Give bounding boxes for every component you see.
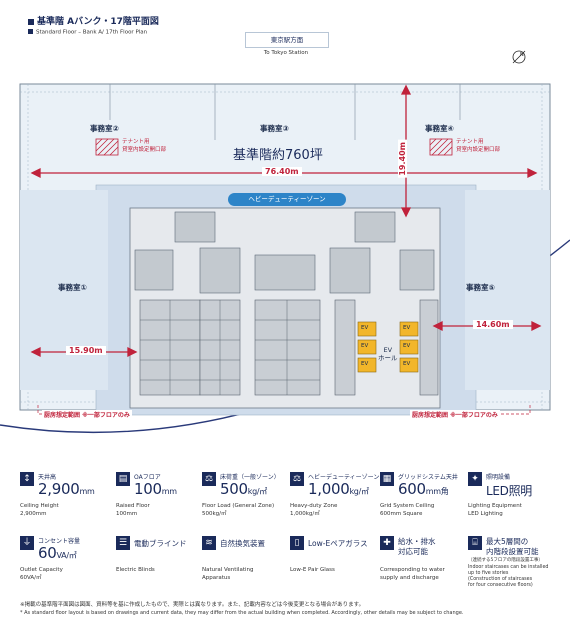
ev-label: EV [361,343,369,349]
feature-glass: ▯ Low-Eペアガラス Low-E Pair Glass [290,536,368,573]
blinds-icon: ☰ [116,536,130,550]
dim-width-label: 76.40m [262,167,302,176]
feature-stairs: ⌸ 最大5層間の 内階段設置可能 （連続する5フロアの階段設置工事） Indoo… [468,536,549,588]
room-label-5: 事務室⑤ [466,283,495,292]
north-arrow-icon: N [512,50,526,64]
feature-ceiling-height: ↕ 天井高 2,900mm Ceiling Height 2,900mm [20,472,95,517]
room-label-2: 事務室② [90,124,119,133]
outlet-icon: ⏚ [20,536,34,550]
feature-ventilation: ≋ 自然換気装置 Natural Ventilating Apparatus [202,536,265,581]
room-label-4: 事務室④ [425,124,454,133]
dim-right-label: 14.60m [473,320,513,329]
ev-label: EV [403,325,411,331]
feature-grid-ceiling: ▦ グリッドシステム天井 600mm角 Grid System Ceiling … [380,472,458,517]
ev-hall-label: EV ホール [378,346,398,362]
area-label: 基準階約760坪 [233,148,323,163]
page-title: 基準階 Aバンク・17階平面図 [28,14,159,27]
ceiling-height-icon: ↕ [20,472,34,486]
kitchen-zone-left: 厨房想定範囲 ※一部フロアのみ [42,410,132,419]
svg-text:N: N [520,52,524,58]
direction-subtitle: To Tokyo Station [263,50,309,56]
dim-depth-label: 19.40m [398,140,407,178]
feature-raised-floor: ▤ OAフロア 100mm Raised Floor 100mm [116,472,177,517]
water-icon: ✚ [380,536,394,550]
feature-lighting: ✦ 照明設備 LED照明 Lighting Equipment LED Ligh… [468,472,533,517]
feature-floor-load: ⚖ 床荷重（一般ゾーン） 500kg/㎡ Floor Load (General… [202,472,280,517]
subtitle-bullet-icon [28,29,33,34]
floor-plan [0,83,570,434]
floor-load-icon: ⚖ [202,472,216,486]
feature-outlet: ⏚ コンセント容量 60VA/㎡ Outlet Capacity 60VA/㎡ [20,536,81,581]
feature-water: ✚ 給水・排水 対応可能 Corresponding to water supp… [380,536,445,581]
title-bullet-icon [28,18,34,25]
ev-label: EV [361,325,369,331]
footnote-jp: ※掲載の基準階平面図は図面、資料等を基に作成したもので、実際とは異なります。また… [20,602,365,608]
grid-ceiling-icon: ▦ [380,472,394,486]
lighting-icon: ✦ [468,472,482,486]
ev-label: EV [361,361,369,367]
heavy-duty-icon: ⚖ [290,472,304,486]
floor-plan-drawing [0,83,570,434]
tenant-note-left: テナント用 貸室内設定開口部 [122,139,167,153]
ev-label: EV [403,343,411,349]
feature-blinds: ☰ 電動ブラインド Electric Blinds [116,536,187,573]
ev-label: EV [403,361,411,367]
stairs-icon: ⌸ [468,536,482,550]
feature-heavy-duty: ⚖ ヘビーデューティーゾーン 1,000kg/㎡ Heavy-duty Zone… [290,472,380,517]
room-label-1: 事務室① [58,283,87,292]
dim-left-label: 15.90m [66,346,106,355]
page-subtitle: Standard Floor – Bank A/ 17th Floor Plan [28,29,147,36]
kitchen-zone-right: 厨房想定範囲 ※一部フロアのみ [410,410,500,419]
ventilation-icon: ≋ [202,536,216,550]
raised-floor-icon: ▤ [116,472,130,486]
direction-box: 東京駅方面 [245,32,329,48]
heavy-duty-zone-badge: ヘビーデューティーゾーン [228,193,346,206]
footnote-en: * As standard floor layout is based on d… [20,610,464,616]
tenant-note-right: テナント用 貸室内設定開口部 [456,139,501,153]
glass-icon: ▯ [290,536,304,550]
room-label-3: 事務室③ [260,124,289,133]
